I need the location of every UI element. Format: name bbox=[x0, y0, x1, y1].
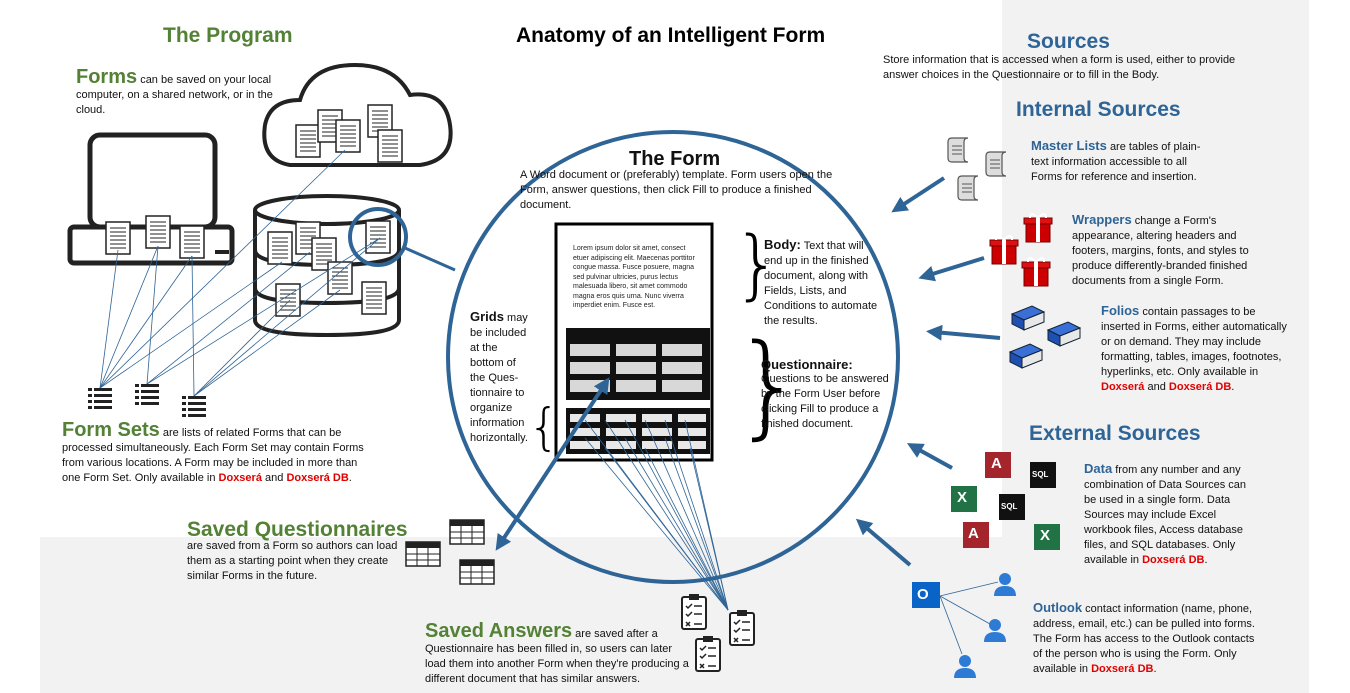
questionnaire-text: Questions to be answered by the Form Use… bbox=[761, 373, 889, 430]
wrappers-label: Wrappers bbox=[1072, 212, 1132, 227]
internal-sources-heading: Internal Sources bbox=[1016, 98, 1181, 121]
grids-text: may be included at the bottom of the Que… bbox=[470, 312, 528, 444]
lorem-text: Lorem ipsum dolor sit amet, consect etue… bbox=[573, 245, 695, 309]
outlook-icon: O bbox=[917, 586, 929, 603]
brand-doxsera-db: Doxserá DB bbox=[1091, 663, 1154, 675]
outlook-text: contact information (name, phone, addres… bbox=[1033, 603, 1255, 675]
period: . bbox=[1231, 381, 1235, 393]
period: . bbox=[1204, 554, 1208, 566]
form-heading: The Form bbox=[629, 148, 721, 170]
data-text: from any number and any combination of D… bbox=[1084, 464, 1247, 566]
body-label: Body: bbox=[764, 237, 801, 252]
saved-background bbox=[40, 537, 1309, 693]
brand-doxsera: Doxserá bbox=[1101, 381, 1145, 393]
sql-icon: SQL bbox=[1001, 502, 1018, 511]
saved-answers-text: are saved after a Questionnaire has been… bbox=[425, 628, 689, 685]
folios-label: Folios bbox=[1101, 303, 1140, 318]
brand-doxsera-db: Doxserá DB bbox=[286, 472, 349, 484]
period: . bbox=[1153, 663, 1157, 675]
master-lists-label: Master Lists bbox=[1031, 138, 1107, 153]
form-sets-text: are lists of related Forms that can be p… bbox=[62, 427, 364, 484]
data-description: Data from any number and any combination… bbox=[1084, 461, 1254, 568]
outlook-label: Outlook bbox=[1033, 600, 1083, 615]
body-text: Text that will end up in the finished do… bbox=[764, 240, 878, 327]
form-sets-description: Form Sets are lists of related Forms tha… bbox=[62, 420, 367, 486]
body-brace: } bbox=[733, 219, 782, 308]
program-heading: The Program bbox=[163, 24, 293, 47]
brand-doxsera: Doxserá bbox=[218, 472, 262, 484]
sql-icon: SQL bbox=[1032, 470, 1049, 479]
folios-text: contain passages to be inserted in Forms… bbox=[1101, 306, 1287, 378]
saved-questionnaires-text: are saved from a Form so authors can loa… bbox=[187, 540, 398, 582]
brand-doxsera-db: Doxserá DB bbox=[1142, 554, 1205, 566]
master-lists-text: are tables of plain-text information acc… bbox=[1031, 141, 1201, 183]
excel-icon: X bbox=[957, 489, 968, 506]
form-sets-label: Form Sets bbox=[62, 419, 160, 441]
access-icon: A bbox=[968, 525, 979, 542]
folios-description: Folios contain passages to be inserted i… bbox=[1101, 303, 1296, 395]
saved-answers-description: Saved Answers are saved after a Question… bbox=[425, 621, 695, 687]
form-text: A Word document or (preferably) template… bbox=[520, 169, 833, 211]
wrappers-text: change a Form's appearance, altering hea… bbox=[1072, 215, 1249, 287]
excel-icon: X bbox=[1040, 527, 1051, 544]
master-lists-description: Master Lists are tables of plain-text in… bbox=[1031, 138, 1211, 185]
page-title: Anatomy of an Intelligent Form bbox=[516, 24, 826, 47]
brand-doxsera-db: Doxserá DB bbox=[1168, 381, 1232, 393]
outlook-description: Outlook contact information (name, phone… bbox=[1033, 600, 1258, 677]
saved-questionnaires-label: Saved Questionnaires bbox=[187, 518, 408, 541]
forms-text: can be saved on your local computer, on … bbox=[76, 74, 273, 116]
sources-heading: Sources bbox=[1027, 30, 1110, 53]
grids-description: Grids may be included at the bottom of t… bbox=[470, 309, 534, 446]
grids-brace: { bbox=[528, 398, 560, 456]
period: . bbox=[348, 472, 352, 484]
questionnaire-label: Questionnaire: bbox=[761, 357, 853, 372]
grids-label: Grids bbox=[470, 309, 504, 324]
forms-label: Forms bbox=[76, 66, 138, 88]
sources-text: Store information that is accessed when … bbox=[883, 54, 1236, 81]
questionnaire-brace: } bbox=[733, 321, 805, 451]
access-icon: A bbox=[991, 455, 1002, 472]
external-sources-heading: External Sources bbox=[1029, 422, 1201, 445]
questionnaire-description: Questionnaire: Questions to be answered … bbox=[761, 357, 896, 432]
forms-description: Forms can be saved on your local compute… bbox=[76, 67, 276, 118]
body-description: Body: Text that will end up in the finis… bbox=[764, 237, 882, 329]
and-text: and bbox=[1147, 381, 1166, 393]
saved-answers-label: Saved Answers bbox=[425, 620, 573, 642]
data-label: Data bbox=[1084, 461, 1113, 476]
and-text: and bbox=[265, 472, 284, 484]
wrappers-description: Wrappers change a Form's appearance, alt… bbox=[1072, 212, 1262, 289]
